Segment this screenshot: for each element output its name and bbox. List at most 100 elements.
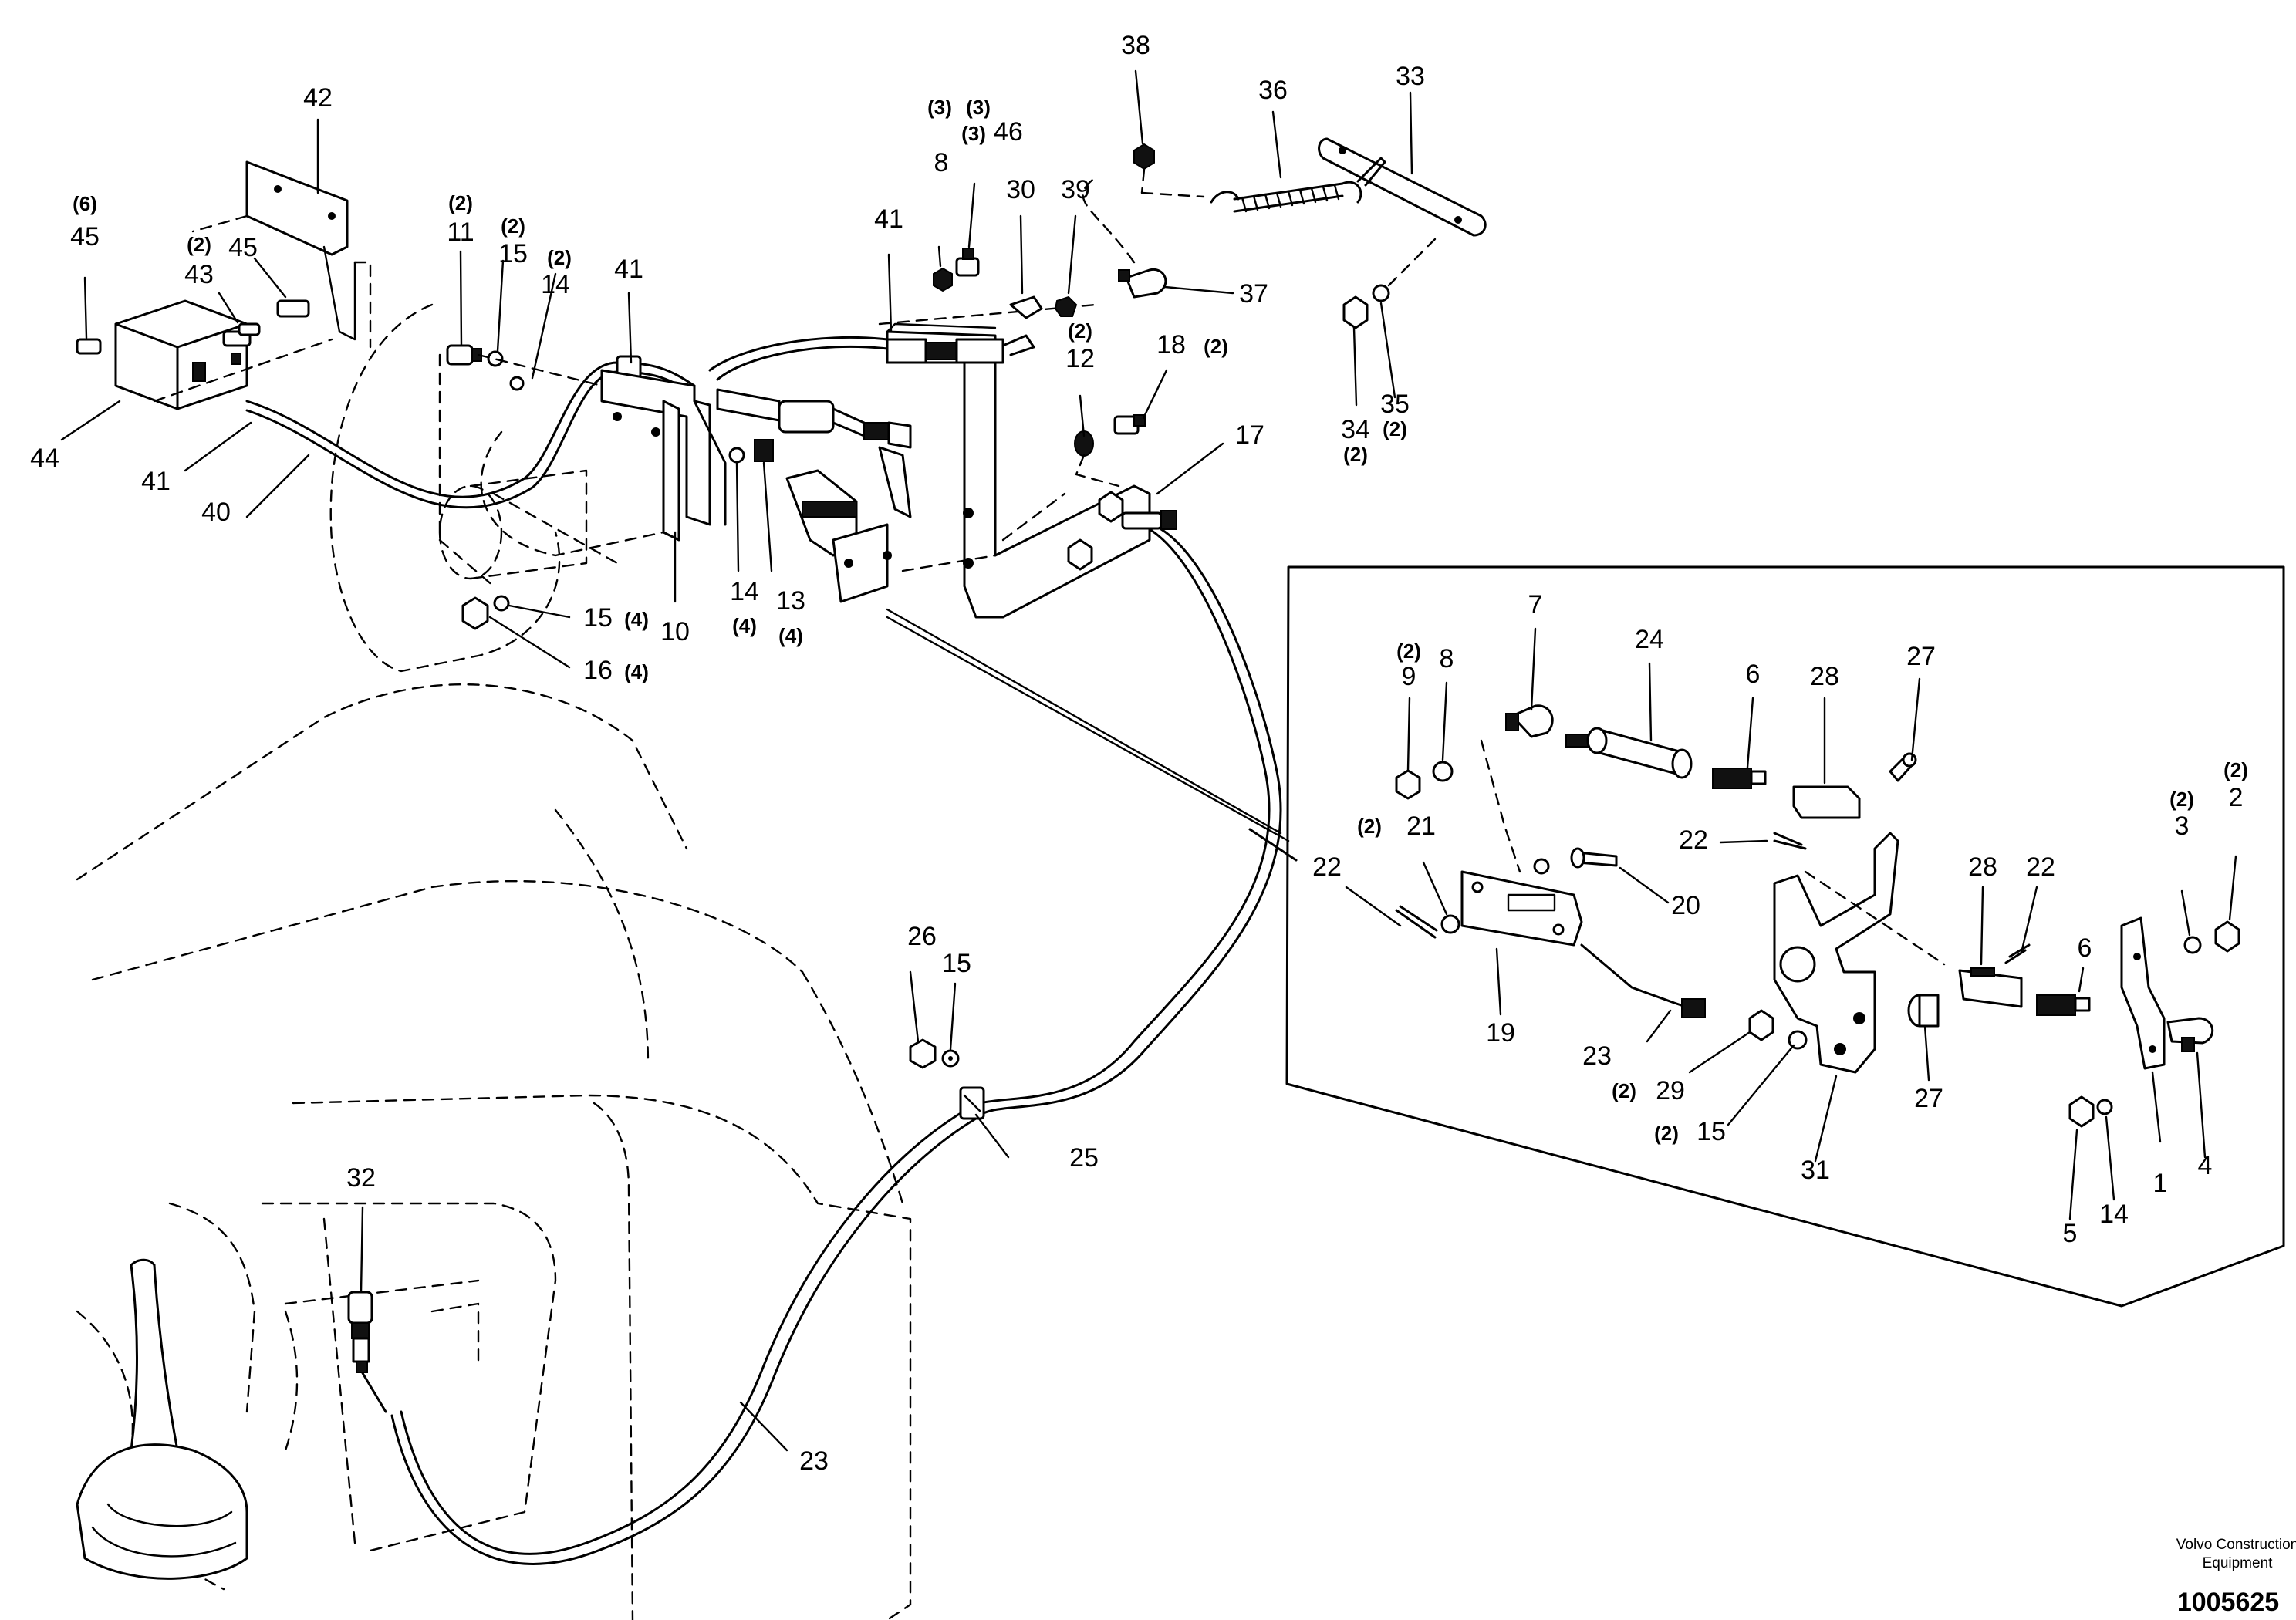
label-p33: 33 — [1396, 62, 1425, 91]
label-p14c: 14 — [2099, 1200, 2129, 1229]
label-p11: 11 — [447, 218, 474, 247]
label-p34q: (2) — [1343, 443, 1368, 466]
label-p41b: 41 — [614, 255, 643, 284]
label-p14aq: (2) — [547, 246, 572, 269]
nut-38 — [1133, 143, 1155, 194]
bolt-26-washer-15 — [909, 1038, 960, 1069]
inset-cable-23 — [1580, 943, 1706, 1018]
solenoid-box-44 — [114, 299, 248, 410]
label-p43: 43 — [184, 260, 214, 289]
detail-inset-frame — [1248, 565, 2285, 1308]
bolt-34-washer-35 — [1342, 238, 1437, 329]
inset-ball-joint-4 — [2166, 1017, 2214, 1052]
label-p11q: (2) — [448, 191, 473, 214]
label-p8b: 8 — [1440, 644, 1454, 673]
label-p46q: (3) — [961, 122, 986, 145]
label-p30: 30 — [1006, 175, 1035, 204]
label-p15dq: (2) — [1654, 1122, 1679, 1145]
label-p6b: 6 — [2078, 933, 2092, 963]
label-p13: 13 — [776, 586, 805, 616]
label-p41c: 41 — [874, 204, 903, 234]
label-p5: 5 — [2063, 1219, 2078, 1248]
label-p12q: (2) — [1068, 319, 1092, 343]
brand-line-2: Equipment — [2203, 1555, 2274, 1571]
label-p26: 26 — [907, 922, 937, 951]
label-p8aq: (3) — [927, 96, 952, 119]
cable-40 — [245, 355, 696, 509]
label-p14a: 14 — [541, 270, 570, 299]
return-spring-36 — [1140, 181, 1362, 213]
label-p45aq: (6) — [73, 192, 97, 215]
center-dashed-leaders — [886, 554, 1290, 842]
label-p37: 37 — [1239, 279, 1268, 309]
label-p8a: 8 — [934, 148, 949, 177]
label-p15b: 15 — [583, 603, 613, 633]
inset-bolt-2-washer-3 — [2183, 920, 2240, 954]
label-p9: 9 — [1402, 662, 1416, 691]
label-p14b: 14 — [730, 577, 759, 606]
label-p35q: (2) — [1383, 417, 1407, 440]
label-p25: 25 — [1069, 1143, 1099, 1173]
label-p45b: 45 — [228, 233, 258, 262]
brand-line-1: Volvo Construction — [2176, 1537, 2296, 1553]
label-p13q: (4) — [778, 624, 803, 647]
document-number: 1005625 — [2177, 1588, 2279, 1617]
label-p34: 34 — [1341, 415, 1370, 444]
label-p15c: 15 — [942, 949, 971, 978]
label-p41a: 41 — [141, 467, 171, 496]
label-p29q: (2) — [1612, 1079, 1636, 1102]
label-p16: 16 — [583, 656, 613, 685]
inset-ball-joint-7 — [1480, 704, 1554, 873]
inset-pin-27-lower — [1907, 994, 1940, 1028]
inset-sleeve-24 — [1565, 727, 1693, 779]
label-p3: 3 — [2175, 812, 2190, 841]
bolts-45-43 — [76, 299, 310, 355]
bolt-11-washers — [446, 344, 603, 391]
inset-pin-20 — [1533, 847, 1618, 875]
label-p21q: (2) — [1357, 815, 1382, 838]
inset-nut-6-lower — [2036, 994, 2091, 1016]
leader-lines — [60, 69, 2237, 1452]
center-nuts-13-14 — [728, 439, 774, 464]
label-p18q: (2) — [1204, 335, 1228, 358]
inset-cotter-22-left — [1395, 905, 1438, 939]
label-p28a: 28 — [1810, 662, 1839, 691]
inset-nut-5-washer-14 — [2068, 1095, 2113, 1128]
label-p19: 19 — [1486, 1018, 1515, 1048]
label-p28b: 28 — [1968, 852, 1997, 882]
throttle-cable-23 — [390, 528, 1282, 1565]
label-p4: 4 — [2198, 1151, 2213, 1180]
label-p40: 40 — [201, 498, 231, 527]
label-p42: 42 — [303, 83, 333, 113]
label-p7: 7 — [1528, 590, 1543, 619]
label-p22b: 22 — [1312, 852, 1342, 882]
bracket-42 — [153, 160, 372, 403]
label-p31: 31 — [1801, 1156, 1830, 1185]
label-p15d: 15 — [1697, 1117, 1726, 1146]
plate-33 — [1318, 137, 1487, 237]
label-p36: 36 — [1258, 76, 1288, 105]
ball-joint-30-nut-39-rod-37 — [1009, 176, 1167, 319]
label-p3q: (2) — [2169, 788, 2194, 811]
inset-bolt-29-washer-15 — [1748, 1009, 1808, 1050]
label-p15bq: (4) — [624, 608, 649, 631]
label-p46q2: (3) — [966, 96, 991, 119]
label-p43q: (2) — [187, 233, 211, 256]
label-p6a: 6 — [1746, 660, 1761, 689]
label-p27a: 27 — [1906, 642, 1936, 671]
label-p2: 2 — [2229, 783, 2244, 812]
inset-nut-6-upper — [1712, 768, 1767, 789]
inset-nut-9-washer-8 — [1395, 761, 1454, 800]
inset-clevis-28-upper — [1792, 785, 1861, 819]
label-p14bq: (4) — [732, 614, 757, 637]
footer-brand: Volvo Construction Equipment 1005625 — [2176, 1537, 2296, 1617]
label-p45a: 45 — [70, 222, 100, 251]
label-p22a: 22 — [1679, 825, 1708, 855]
bracket-plate-10 — [480, 369, 711, 565]
label-p35: 35 — [1380, 390, 1410, 419]
label-p32: 32 — [346, 1163, 376, 1193]
inset-washer-21 — [1440, 914, 1460, 934]
machine-outline-dashed — [76, 303, 912, 1620]
label-p38: 38 — [1121, 31, 1150, 60]
